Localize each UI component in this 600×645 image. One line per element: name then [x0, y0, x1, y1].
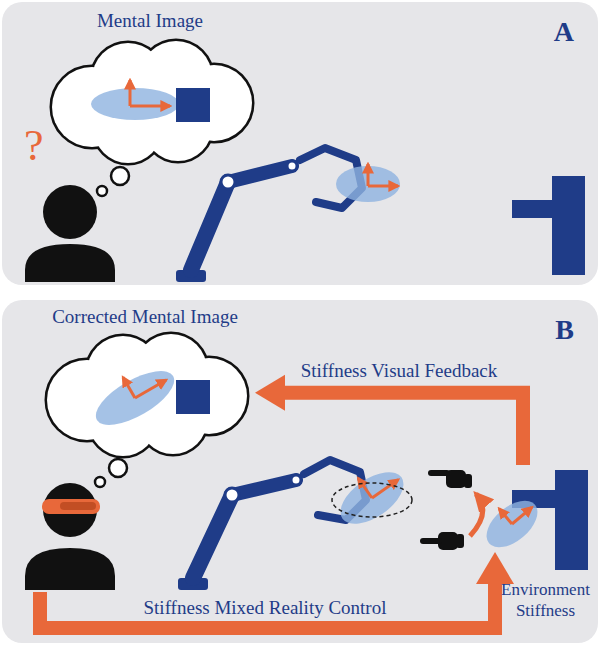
stiffness-ellipse [91, 88, 179, 120]
cloud-heading: Corrected Mental Image [52, 306, 238, 329]
thought-cloud-outline [52, 41, 252, 163]
thought-cloud-outline [47, 334, 247, 456]
robot-link [193, 495, 232, 578]
robot-link [228, 166, 292, 182]
axis-arrow [130, 105, 170, 108]
robot-joint [225, 488, 239, 502]
wall-stub [512, 200, 554, 218]
axis-arrow [129, 80, 132, 106]
wall [555, 470, 588, 570]
mr-headset [42, 499, 100, 514]
panel-letter: A [554, 18, 574, 46]
person-body [25, 244, 115, 282]
stiffness-ellipse-group [329, 458, 413, 535]
person-head [43, 185, 97, 239]
axis-arrow [368, 185, 398, 188]
object-block [176, 380, 210, 414]
arrow-label: Stiffness Mixed Reality Control [144, 597, 387, 620]
question-mark: ? [24, 124, 44, 168]
panel-ground [2, 2, 598, 285]
control-arrow [40, 582, 495, 628]
rotation-arrow [470, 494, 483, 536]
cloud-heading: Mental Image [97, 10, 203, 33]
feedback-arrow [281, 393, 523, 465]
node-label: Environment Stiffness [493, 580, 598, 621]
mr-headset-lens [60, 502, 96, 510]
hand-icon [420, 532, 464, 550]
thought-bubble [97, 186, 107, 196]
person-body [25, 548, 115, 590]
robot-joint [287, 161, 297, 171]
object-block [176, 88, 210, 122]
control-arrowhead [476, 552, 514, 584]
thought-bubble [95, 477, 105, 487]
robot-joint [291, 475, 301, 485]
panel-ground [2, 300, 598, 643]
environment-wall: Environment Stiffness [493, 465, 598, 625]
panel-letter: B [555, 316, 574, 344]
thought-bubble [109, 459, 127, 477]
axis-arrow [367, 164, 370, 186]
connector-group [255, 375, 523, 465]
thought-cloud: Corrected Mental Image [35, 304, 255, 452]
stiffness-ellipse-group [85, 355, 182, 435]
robot-joint [221, 175, 235, 189]
robot-link [232, 480, 296, 495]
stiffness-ellipse-group [476, 489, 546, 556]
panel: A Mental Image [2, 2, 598, 285]
arrowhead [255, 375, 285, 411]
arrow-label: Stiffness Visual Feedback [301, 360, 498, 383]
hand-icon [428, 470, 472, 488]
thought-bubble [111, 167, 129, 185]
thought-cloud: Mental Image [40, 8, 260, 164]
panel: B Corrected Mental ImageEnvironment Stiff… [2, 300, 598, 643]
robot-link [191, 182, 228, 270]
wall [552, 176, 585, 275]
previous-stiffness-ellipse [332, 483, 412, 517]
